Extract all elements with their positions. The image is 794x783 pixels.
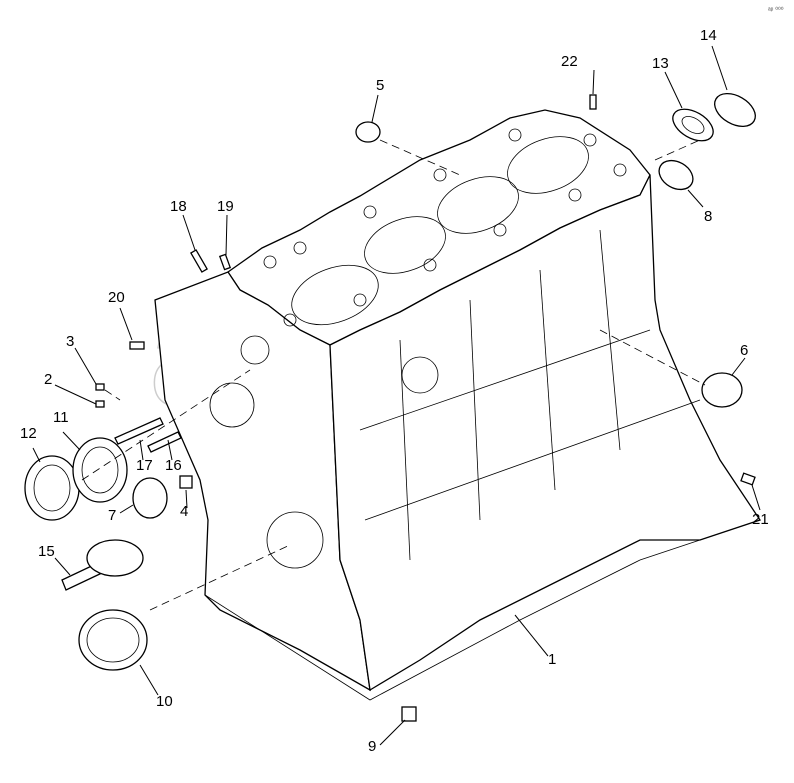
cylinder-bore-3	[437, 176, 519, 234]
part-20-pin	[129, 341, 145, 350]
callout-19: 19	[217, 198, 234, 215]
part-18-pin	[190, 249, 208, 273]
callout-21: 21	[752, 511, 769, 528]
callout-22: 22	[561, 53, 578, 70]
part-13-bearing	[672, 108, 714, 142]
small-parts	[24, 92, 756, 722]
part-9-plug	[401, 706, 417, 722]
callout-4: 4	[180, 503, 188, 520]
part-19-pin	[218, 253, 232, 271]
part-17-stud	[114, 417, 164, 445]
part-10-ring	[78, 609, 148, 671]
callout-15: 15	[38, 543, 55, 560]
side-port	[401, 356, 439, 394]
corner-mark: ᵃᵖ ⁰⁰⁰	[768, 6, 784, 14]
part-15-housing	[86, 539, 144, 577]
front-port	[240, 335, 270, 365]
part-22-pin	[589, 94, 597, 110]
callout-20: 20	[108, 289, 125, 306]
callout-14: 14	[700, 27, 717, 44]
callouts: 1 2 3 4 5 6 7 8 9 10 11 12 13 14 15 16 1…	[20, 27, 769, 755]
cylinder-block	[154, 109, 762, 701]
callout-13: 13	[652, 55, 669, 72]
callout-7: 7	[108, 507, 116, 524]
callout-1: 1	[548, 651, 556, 668]
callout-11: 11	[53, 409, 69, 426]
callout-2: 2	[44, 371, 52, 388]
head-bolt-holes	[263, 128, 627, 327]
callout-9: 9	[368, 738, 376, 755]
part-5-plug	[355, 121, 381, 143]
part-6-ring	[701, 372, 743, 408]
block-oil-pan-rail	[204, 519, 761, 701]
callout-5: 5	[376, 77, 384, 94]
block-side-ribs	[359, 229, 701, 561]
callout-6: 6	[740, 342, 748, 359]
part-16-stud	[147, 431, 182, 453]
callout-3: 3	[66, 333, 74, 350]
camshaft-bore-front	[209, 382, 255, 428]
part-7-bushing	[132, 477, 168, 519]
part-11-bushing	[72, 437, 128, 503]
callout-10: 10	[156, 693, 173, 710]
part-4-pin	[179, 475, 193, 489]
assembly-axes	[81, 139, 706, 611]
part-2-pin	[95, 400, 105, 408]
leader-lines	[32, 45, 761, 746]
crankshaft-bore-front	[266, 511, 324, 569]
block-side-face	[329, 174, 762, 692]
part-3-pin	[95, 383, 105, 391]
cylinder-bore-4	[507, 136, 589, 194]
part-21-pin	[740, 472, 756, 486]
cylinder-bore-1	[291, 264, 379, 326]
callout-8: 8	[704, 208, 712, 225]
part-12-bushing	[24, 455, 80, 521]
cylinder-bore-2	[364, 216, 446, 274]
part-14-plug	[714, 92, 756, 128]
callout-17: 17	[136, 457, 153, 474]
callout-16: 16	[165, 457, 182, 474]
callout-12: 12	[20, 425, 37, 442]
callout-18: 18	[170, 198, 187, 215]
part-8-plug	[658, 159, 694, 191]
